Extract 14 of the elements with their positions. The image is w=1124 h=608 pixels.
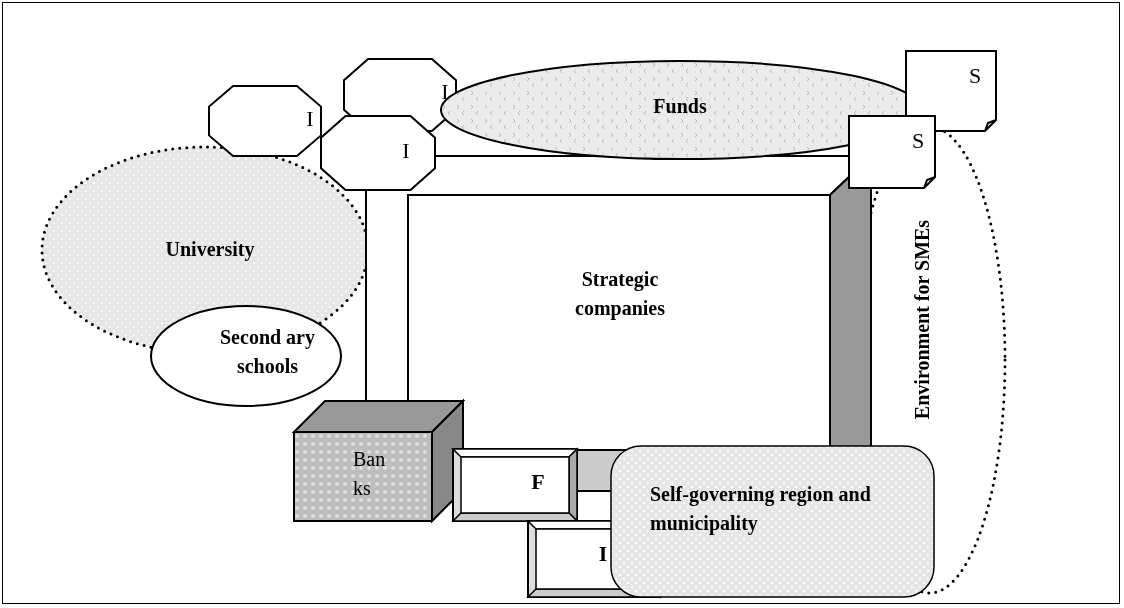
node-label: University [164,237,256,263]
node-label: I [597,540,609,568]
node-label: S [910,127,926,155]
node-label: I [305,105,315,133]
node-label: F [530,468,546,496]
node-label: S [967,62,983,90]
node-label: Strategic companies [574,267,666,322]
node-label: Self-governing region and municipality [650,482,872,537]
node-label: Ban ks [353,447,387,501]
node-label: Environment for SMEs [909,218,934,422]
node-label: I [440,78,450,106]
node-label: Funds [652,94,708,119]
node-label: I [401,137,411,165]
node-label: Second ary schools [220,325,315,379]
